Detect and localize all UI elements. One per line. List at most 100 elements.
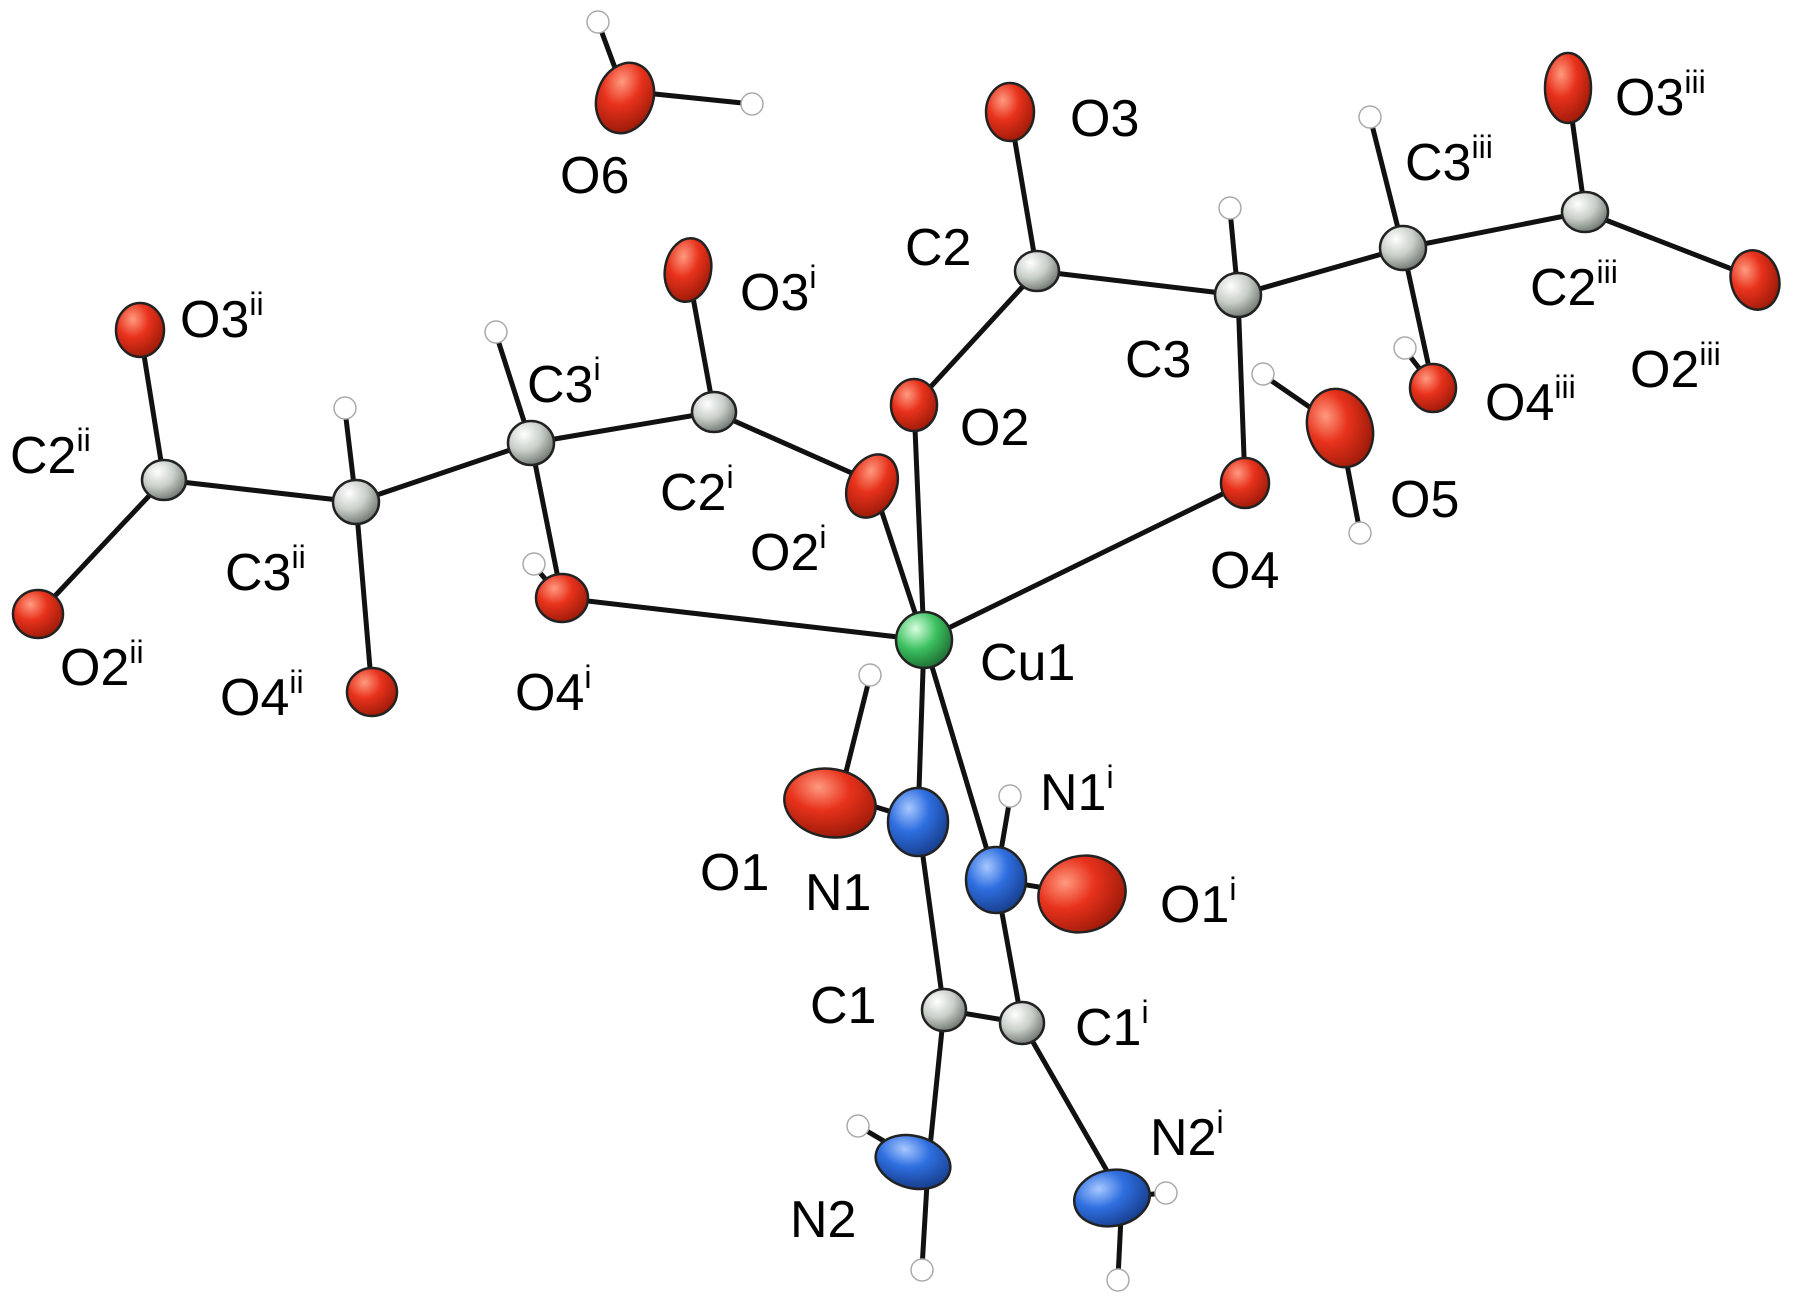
carbon-atom-c1i: [998, 1000, 1046, 1046]
oxygen-atom-o4: [1219, 456, 1271, 510]
oxygen-atom-o2iii: [1729, 249, 1781, 311]
bond-cu1-o4: [921, 480, 1248, 643]
label-o3: O3: [1070, 90, 1139, 148]
hydrogen-atom: [1393, 336, 1417, 360]
oxygen-atom-o2: [889, 377, 939, 433]
label-o6: O6: [560, 147, 629, 205]
label-n1i: N1i: [1040, 759, 1114, 822]
label-c2i: C2i: [660, 459, 734, 522]
label-o4ii: O4ii: [220, 664, 304, 727]
copper-atom-cu1: [894, 610, 954, 670]
hydrogen-atom: [1348, 521, 1372, 545]
bond-cu1-o4i: [559, 595, 927, 643]
nitrogen-atom-n2: [874, 1133, 952, 1191]
bond-c3iii-o4iii: [1400, 245, 1436, 389]
carbon-atom-c2iii: [1560, 190, 1610, 234]
bond-c2ii-o2ii: [35, 477, 167, 617]
label-o2iii: O2iii: [1630, 336, 1721, 399]
carbon-atom-c1: [920, 987, 968, 1033]
carbon-atom-c3iii: [1378, 224, 1428, 272]
nitrogen-atom-n1i: [964, 845, 1028, 915]
hydrogen-atoms: [333, 10, 1417, 1292]
label-o4: O4: [1210, 542, 1279, 600]
oxygen-atom-o1i: [1037, 854, 1127, 934]
label-o4iii: O4iii: [1485, 369, 1576, 432]
bonds: [35, 19, 1758, 1281]
label-o2ii: O2ii: [60, 634, 144, 697]
hydrogen-atom: [998, 784, 1022, 808]
heavy-atoms: [11, 51, 1781, 1228]
oxygen-atom-o2ii: [11, 588, 65, 640]
hydrogen-atom: [484, 320, 508, 344]
bond-c3-c3iii: [1235, 245, 1406, 298]
bond-c2-o2: [911, 268, 1040, 408]
label-o4i: O4i: [515, 659, 591, 722]
label-c2: C2: [905, 219, 971, 277]
label-n2i: N2i: [1150, 1104, 1224, 1167]
label-n2: N2: [790, 1191, 856, 1249]
bond-cu1-n1i: [921, 637, 999, 883]
hydrogen-atom: [586, 10, 610, 34]
hydrogen-atom: [846, 1114, 870, 1138]
oxygen-atom-o4ii: [345, 666, 399, 718]
label-c2iii: C2iii: [1530, 254, 1618, 317]
nitrogen-atom-n1: [886, 786, 950, 858]
carbon-atom-c3ii: [331, 478, 381, 526]
hydrogen-atom: [1358, 105, 1382, 129]
hydrogen-atom: [858, 663, 882, 687]
label-c1: C1: [810, 977, 876, 1035]
label-o3iii: O3iii: [1615, 64, 1706, 127]
carbon-atom-c2i: [690, 390, 738, 434]
bond-c3iii-c2iii: [1400, 209, 1588, 251]
bond-c2i-c3i: [528, 409, 717, 446]
label-o5: O5: [1390, 471, 1459, 529]
label-c1i: C1i: [1075, 994, 1149, 1057]
label-o1: O1: [700, 844, 769, 902]
bond-c3ii-o4ii: [353, 499, 375, 695]
label-o3i: O3i: [740, 259, 816, 322]
bond-c3i-o4i: [528, 440, 565, 601]
bond-c1i-n2i: [1019, 1020, 1125, 1200]
atom-labels: O6 O3 O3iii C3iii C2 O3i C2iii O3ii C3 O…: [10, 64, 1721, 1249]
oxygen-atom-o3iii: [1543, 51, 1593, 125]
label-c3iii: C3iii: [1405, 129, 1493, 192]
bond-c3ii-c2ii: [161, 477, 359, 505]
bond-c3-o4: [1235, 292, 1248, 486]
oxygen-atom-o5: [1305, 387, 1375, 469]
bond-c2i-o2i: [711, 409, 875, 485]
oxygen-atom-o3: [984, 81, 1036, 143]
hydrogen-atom: [1154, 1181, 1178, 1205]
label-o2: O2: [960, 399, 1029, 457]
label-o1i: O1i: [1160, 871, 1236, 934]
hydrogen-atom: [522, 552, 546, 576]
hydrogen-atom: [910, 1258, 934, 1282]
label-n1: N1: [805, 864, 871, 922]
carbon-atom-c2: [1013, 249, 1061, 293]
label-c3: C3: [1125, 331, 1191, 389]
carbon-atom-c2ii: [140, 458, 188, 502]
hydrogen-atom: [1251, 362, 1275, 386]
label-c2ii: C2ii: [10, 422, 91, 485]
bond-c3i-c3ii: [353, 440, 534, 505]
label-o3ii: O3ii: [180, 286, 264, 349]
label-c3ii: C3ii: [225, 539, 306, 602]
bond-c2-c3: [1034, 268, 1241, 298]
label-o2i: O2i: [750, 519, 826, 582]
oxygen-atom-o4i: [534, 572, 590, 624]
hydrogen-atom: [333, 396, 357, 420]
hydrogen-atom: [1106, 1268, 1130, 1292]
nitrogen-atom-n2i: [1073, 1168, 1151, 1228]
oxygen-atom-o3i: [663, 236, 713, 304]
oxygen-atom-o2i: [844, 453, 900, 519]
oxygen-atom-o4iii: [1408, 362, 1458, 414]
label-c3i: C3i: [527, 351, 601, 414]
hydrogen-atom: [1218, 196, 1242, 220]
oxygen-atom-o3ii: [114, 301, 166, 359]
carbon-atom-c3: [1213, 271, 1263, 319]
carbon-atom-c3i: [506, 419, 556, 467]
bond-c2iii-o2iii: [1582, 209, 1758, 281]
hydrogen-atom: [740, 92, 764, 116]
label-cu1: Cu1: [980, 634, 1075, 692]
oxygen-atom-o6: [594, 61, 656, 135]
